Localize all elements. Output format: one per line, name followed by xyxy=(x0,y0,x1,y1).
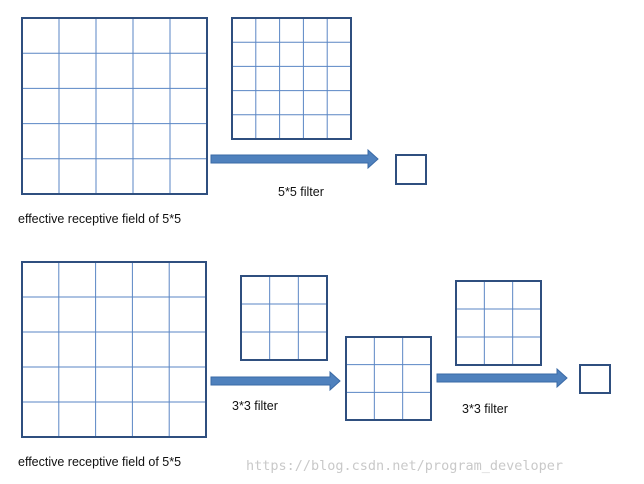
bottom-filter1-grid-3x3-border xyxy=(240,275,328,361)
bottom-filter2-grid-3x3-border xyxy=(455,280,542,366)
bottom-filter2-grid-3x3 xyxy=(455,280,542,366)
top-input-grid-5x5-border xyxy=(21,17,208,195)
top-input-grid-5x5 xyxy=(21,17,208,195)
bottom-filter1-grid-3x3 xyxy=(240,275,328,361)
bottom-arrow-2 xyxy=(436,367,568,389)
bottom-arrow-1-shape xyxy=(210,370,341,392)
bottom-filter2-label: 3*3 filter xyxy=(462,402,508,416)
bottom-filter1-label: 3*3 filter xyxy=(232,399,278,413)
top-arrow xyxy=(210,148,379,170)
bottom-output-cell xyxy=(579,364,611,394)
bottom-input-grid-5x5 xyxy=(21,261,207,438)
bottom-intermediate-grid-3x3 xyxy=(345,336,432,421)
bottom-input-grid-5x5-border xyxy=(21,261,207,438)
bottom-caption: effective receptive field of 5*5 xyxy=(18,455,181,469)
top-output-cell xyxy=(395,154,427,185)
top-filter-grid-5x5-border xyxy=(231,17,352,140)
top-arrow-shape xyxy=(210,148,379,170)
bottom-intermediate-grid-3x3-border xyxy=(345,336,432,421)
bottom-arrow-2-shape xyxy=(436,367,568,389)
watermark-url: https://blog.csdn.net/program_developer xyxy=(246,458,563,474)
top-caption: effective receptive field of 5*5 xyxy=(18,212,181,226)
top-filter-label: 5*5 filter xyxy=(278,185,324,199)
bottom-arrow-1 xyxy=(210,370,341,392)
top-filter-grid-5x5 xyxy=(231,17,352,140)
